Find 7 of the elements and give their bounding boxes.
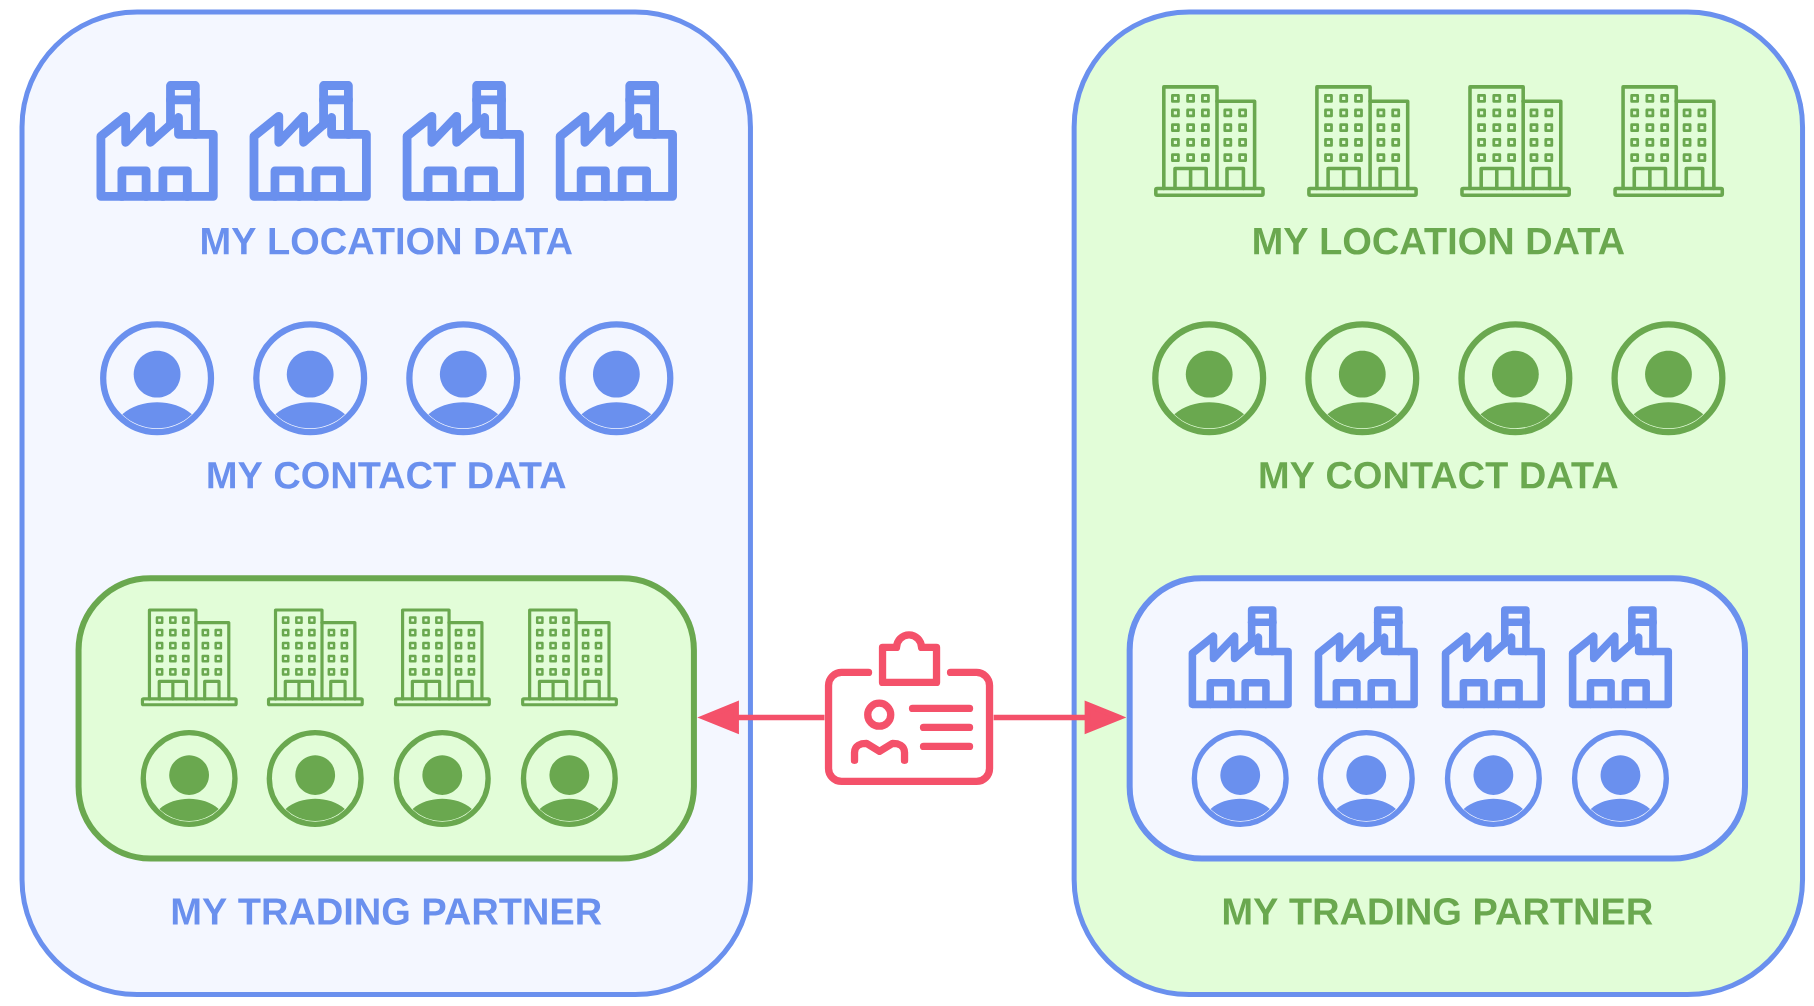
heading: MY CONTACT DATA [1260, 461, 1618, 489]
heading: MY CONTACT DATA [208, 461, 566, 489]
id-card-icon [824, 631, 994, 786]
heading: MY TRADING PARTNER [1223, 898, 1653, 925]
heading: MY LOCATION DATA [202, 227, 572, 255]
heading: MY LOCATION DATA [1254, 227, 1625, 255]
heading: MY TRADING PARTNER [172, 898, 602, 925]
